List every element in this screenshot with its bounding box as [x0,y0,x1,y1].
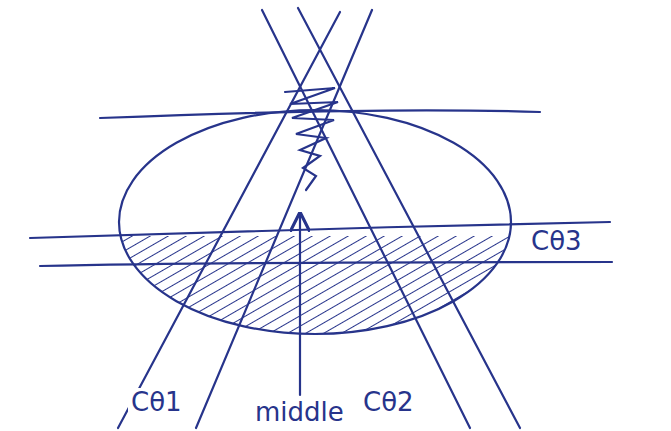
shaded-scribble [285,88,338,190]
pointer-label: middle [252,398,347,427]
band-line [196,10,372,428]
band-label: Cθ1 [128,388,185,417]
pointer-arrow [299,214,301,395]
band-line [40,262,612,266]
band-label: Cθ2 [360,388,417,417]
band-line [118,12,340,428]
band-label: Cθ3 [528,227,585,256]
band-line [30,222,610,238]
band-line [100,110,540,118]
band-line [262,10,470,428]
shaded-region [110,236,530,336]
band-line [298,8,520,428]
